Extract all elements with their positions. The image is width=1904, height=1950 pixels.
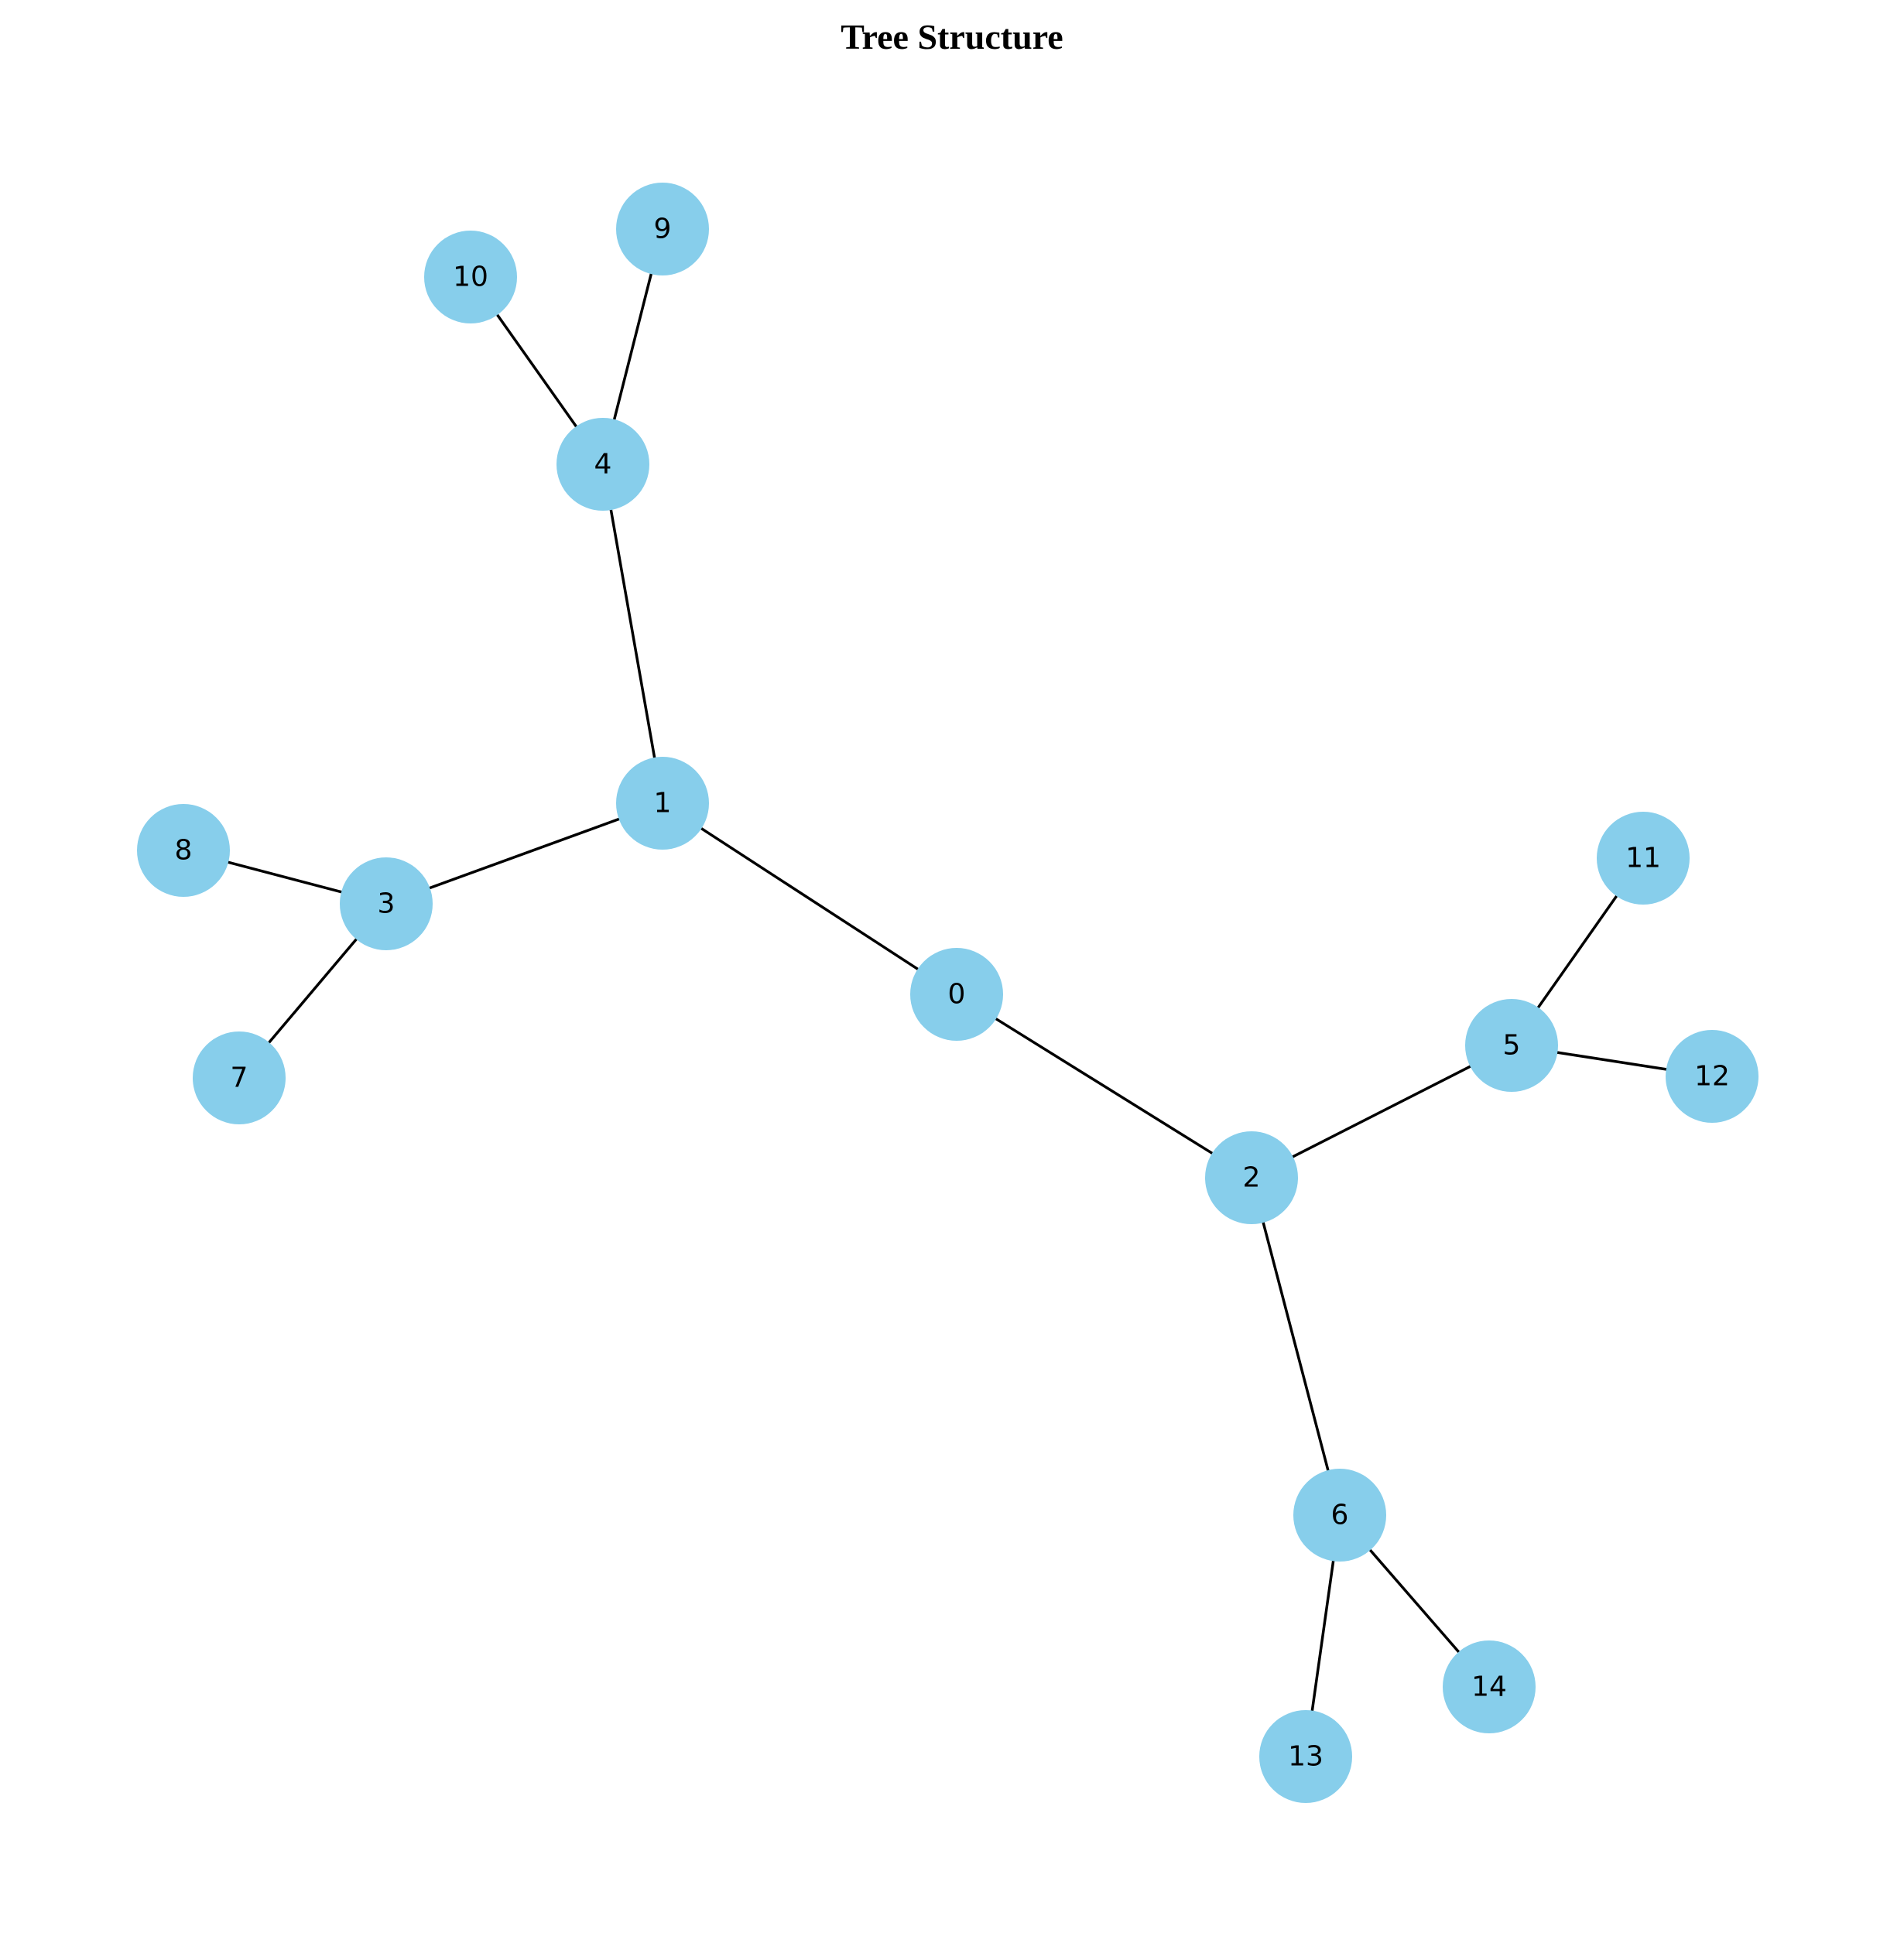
edge-3-7 [267, 938, 358, 1044]
node-circle-14 [1443, 1640, 1536, 1733]
node-circle-13 [1259, 1710, 1352, 1803]
node-label-11: 11 [1625, 843, 1661, 874]
node-label-6: 6 [1331, 1500, 1349, 1531]
node-4: 4 [556, 418, 649, 511]
edge-2-6 [1262, 1221, 1330, 1472]
node-label-14: 14 [1471, 1671, 1507, 1703]
node-circle-12 [1666, 1030, 1758, 1123]
node-circle-6 [1293, 1469, 1386, 1562]
node-circle-10 [424, 231, 517, 323]
node-circle-5 [1465, 999, 1558, 1092]
node-label-12: 12 [1694, 1061, 1730, 1093]
node-label-3: 3 [378, 888, 396, 920]
node-10: 10 [424, 231, 517, 323]
node-circle-11 [1597, 812, 1690, 905]
node-label-9: 9 [654, 214, 672, 245]
node-14: 14 [1443, 1640, 1536, 1733]
edge-1-3 [428, 817, 621, 890]
node-circle-4 [556, 418, 649, 511]
edge-0-1 [700, 826, 919, 971]
edge-3-8 [227, 860, 343, 894]
edge-5-12 [1556, 1051, 1668, 1071]
edge-6-14 [1368, 1548, 1461, 1654]
node-label-13: 13 [1288, 1741, 1324, 1773]
node-label-10: 10 [453, 262, 488, 293]
edge-0-2 [995, 1017, 1214, 1155]
node-5: 5 [1465, 999, 1558, 1092]
node-0: 0 [910, 948, 1003, 1041]
edge-5-11 [1536, 895, 1618, 1009]
node-1: 1 [616, 757, 709, 850]
node-label-7: 7 [231, 1062, 248, 1094]
node-11: 11 [1597, 812, 1690, 905]
diagram-title: Tree Structure [841, 17, 1063, 56]
node-circle-3 [340, 857, 433, 950]
edge-2-5 [1291, 1065, 1472, 1158]
edge-4-10 [495, 313, 578, 428]
node-13: 13 [1259, 1710, 1352, 1803]
node-9: 9 [616, 183, 709, 275]
node-7: 7 [193, 1031, 286, 1124]
node-circle-0 [910, 948, 1003, 1041]
node-label-4: 4 [594, 449, 612, 481]
edge-4-9 [612, 272, 653, 421]
node-6: 6 [1293, 1469, 1386, 1562]
node-circle-7 [193, 1031, 286, 1124]
node-label-8: 8 [175, 835, 193, 867]
node-circle-1 [616, 757, 709, 850]
node-circle-8 [137, 804, 230, 897]
edge-1-4 [609, 508, 656, 759]
node-circle-9 [616, 183, 709, 275]
node-3: 3 [340, 857, 433, 950]
node-label-0: 0 [948, 979, 966, 1011]
node-12: 12 [1666, 1030, 1758, 1123]
edges-layer [227, 272, 1668, 1712]
node-label-5: 5 [1503, 1030, 1521, 1062]
node-2: 2 [1205, 1131, 1298, 1224]
node-label-2: 2 [1243, 1162, 1261, 1194]
node-label-1: 1 [654, 788, 672, 819]
node-8: 8 [137, 804, 230, 897]
node-circle-2 [1205, 1131, 1298, 1224]
edge-6-13 [1310, 1559, 1335, 1712]
